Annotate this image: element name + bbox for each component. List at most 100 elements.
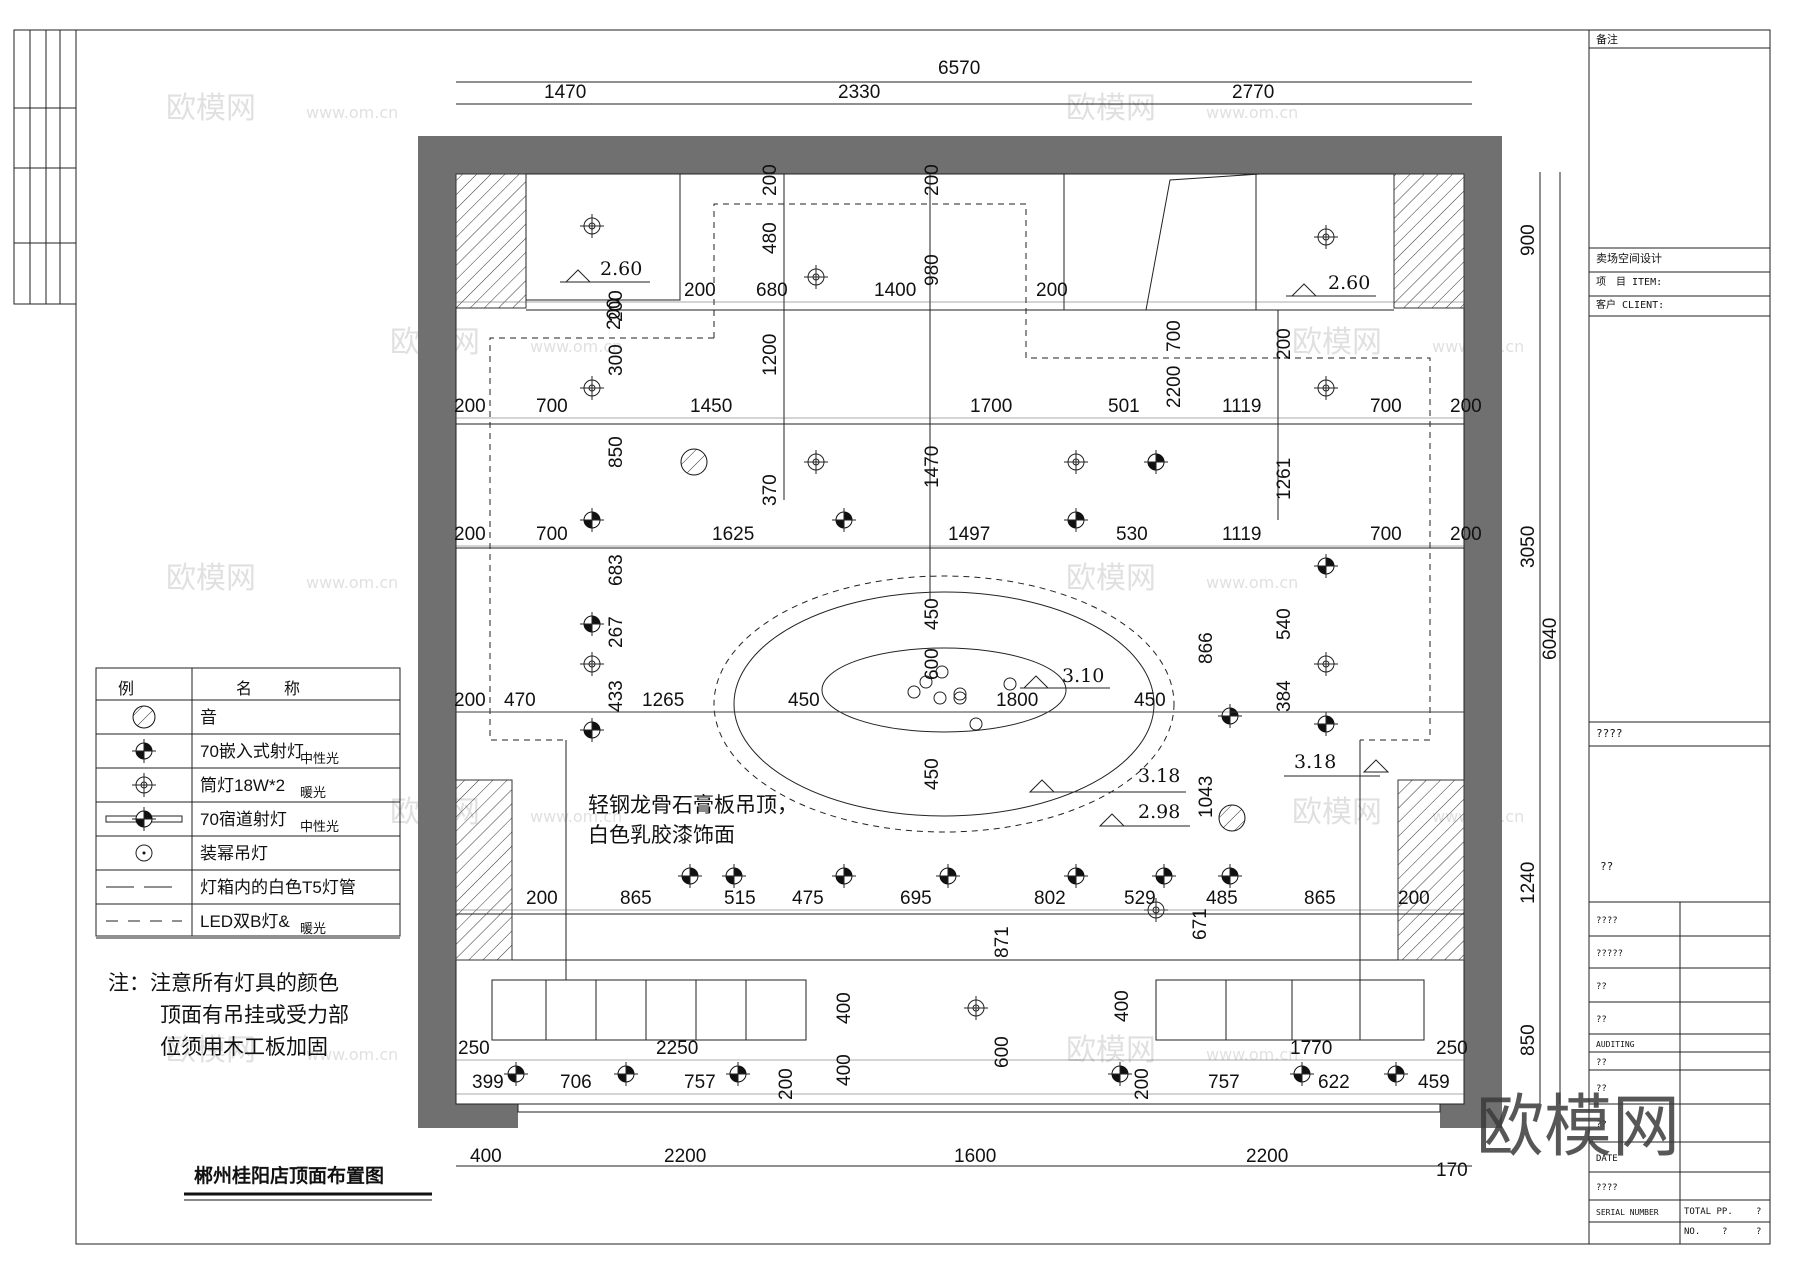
dim-row2-4: 530 bbox=[1116, 524, 1148, 545]
dim-top-2: 2770 bbox=[1232, 82, 1274, 103]
dim-row2-0: 200 bbox=[454, 524, 486, 545]
dim-row1-6: 700 bbox=[1370, 396, 1402, 417]
legend-item-note-3: 中性光 bbox=[300, 819, 339, 834]
dim-row3-5: 450 bbox=[1134, 690, 1166, 711]
recessed-spotlight-icon bbox=[1064, 508, 1088, 532]
title-block-row-6: ?? bbox=[1596, 1084, 1607, 1094]
watermark-brand-9: 欧模网 bbox=[1066, 1033, 1156, 1068]
dim-right-3: 850 bbox=[1518, 1024, 1539, 1056]
dim-row2-7: 200 bbox=[1450, 524, 1482, 545]
recessed-spotlight-icon bbox=[1108, 1062, 1132, 1086]
light-fixtures bbox=[504, 214, 1408, 1086]
dim-vertical-24: 871 bbox=[992, 926, 1013, 958]
level-2-98: 2.98 bbox=[1138, 801, 1180, 823]
dim-vertical-17: 450 bbox=[922, 598, 943, 630]
watermark-brand-8: 欧模网 bbox=[166, 1033, 256, 1068]
legend-item-note-6: 暖光 bbox=[300, 921, 326, 936]
dim-row5-1: 2250 bbox=[656, 1038, 698, 1059]
dim-bottom-2: 1600 bbox=[954, 1146, 996, 1167]
pendant-lamp-icon bbox=[919, 675, 933, 689]
dim-row4-7: 485 bbox=[1206, 888, 1238, 909]
dim-row1-3: 1700 bbox=[970, 396, 1012, 417]
downlight-icon bbox=[804, 450, 828, 474]
pendant-lamp-icon bbox=[935, 665, 949, 679]
watermark-site-0: www.om.cn bbox=[306, 103, 398, 122]
title-block-row-5: ?? bbox=[1596, 1058, 1607, 1068]
dim-row1-0: 200 bbox=[454, 396, 486, 417]
watermark-brand-7: 欧模网 bbox=[1292, 795, 1382, 830]
title-block-row-0: ???? bbox=[1596, 916, 1618, 926]
downlight-icon bbox=[1314, 376, 1338, 400]
dim-row1-2: 1450 bbox=[690, 396, 732, 417]
dim-top_strip-1: 680 bbox=[756, 280, 788, 301]
dimension-texts: 6570 1470 2330 2770 400 2200 1600 2200 1… bbox=[454, 58, 1561, 1181]
dim-row1-1: 700 bbox=[536, 396, 568, 417]
pendant-lamp-icon bbox=[953, 687, 967, 701]
recessed-spotlight-icon bbox=[832, 864, 856, 888]
downlight-icon bbox=[964, 996, 988, 1020]
downlight-icon bbox=[804, 265, 828, 289]
dim-row6-2: 757 bbox=[684, 1072, 716, 1093]
legend-item-name-4: 装幂吊灯 bbox=[200, 844, 268, 863]
recessed-spotlight-icon bbox=[1384, 1062, 1408, 1086]
dim-row4-9: 200 bbox=[1398, 888, 1430, 909]
dim-row4-4: 695 bbox=[900, 888, 932, 909]
dim-vertical-31: 200 bbox=[1132, 1068, 1153, 1100]
dim-vertical-4: 1200 bbox=[760, 334, 781, 376]
dim-bottom-3: 2200 bbox=[1246, 1146, 1288, 1167]
dim-top-1: 2330 bbox=[838, 82, 880, 103]
recessed-spotlight-icon bbox=[832, 508, 856, 532]
speaker-icon bbox=[132, 705, 156, 729]
legend-item-name-3: 70宿道射灯 bbox=[200, 810, 287, 829]
dim-bottom-1: 2200 bbox=[664, 1146, 706, 1167]
dim-row6-4: 622 bbox=[1318, 1072, 1350, 1093]
pendant-lamp-cluster bbox=[907, 665, 1017, 731]
no-q2: ? bbox=[1756, 1227, 1761, 1237]
dim-row4-0: 200 bbox=[526, 888, 558, 909]
dim-vertical-32: 200 bbox=[604, 298, 625, 330]
watermark-site-9: www.om.cn bbox=[1206, 1045, 1298, 1064]
dim-vertical-16: 433 bbox=[606, 680, 627, 712]
recessed-spotlight-icon bbox=[132, 739, 156, 763]
level-3-18-right: 3.18 bbox=[1294, 751, 1336, 773]
title-block-row-7: ?? bbox=[1596, 1120, 1607, 1130]
dim-vertical-6: 1470 bbox=[922, 446, 943, 488]
legend-col-symbol: 例 bbox=[118, 680, 134, 698]
recessed-spotlight-icon bbox=[726, 1062, 750, 1086]
title-block-row-4: AUDITING bbox=[1596, 1040, 1635, 1049]
watermark-site-4: www.om.cn bbox=[306, 573, 398, 592]
watermarks: 欧模网www.om.cn欧模网www.om.cn欧模网www.om.cn欧模网w… bbox=[166, 91, 1524, 1068]
recessed-spotlight-icon bbox=[1064, 864, 1088, 888]
pendant-lamp-icon bbox=[1003, 677, 1017, 691]
recessed-spotlight-icon bbox=[1314, 554, 1338, 578]
recessed-spotlight-icon bbox=[614, 1062, 638, 1086]
dim-row1-7: 200 bbox=[1450, 396, 1482, 417]
pendant-lamp-icon bbox=[969, 717, 983, 731]
legend-item-name-1: 70嵌入式射灯 bbox=[200, 742, 304, 761]
dim-top_strip-0: 200 bbox=[684, 280, 716, 301]
dim-vertical-23: 1043 bbox=[1196, 776, 1217, 818]
dim-top_strip-3: 200 bbox=[1036, 280, 1068, 301]
dim-vertical-13: 1261 bbox=[1274, 458, 1295, 500]
title-block-row-1: ????? bbox=[1596, 949, 1623, 959]
dim-bottom-0: 400 bbox=[470, 1146, 502, 1167]
watermark-brand-5: 欧模网 bbox=[1066, 561, 1156, 596]
no-q1: ? bbox=[1722, 1227, 1727, 1237]
dim-vertical-26: 600 bbox=[992, 1036, 1013, 1068]
q1-label: ???? bbox=[1596, 727, 1623, 740]
recessed-spotlight-icon bbox=[1290, 1062, 1314, 1086]
dim-row6-5: 459 bbox=[1418, 1072, 1450, 1093]
recessed-spotlight-icon bbox=[722, 864, 746, 888]
dim-vertical-28: 400 bbox=[1112, 990, 1133, 1022]
brand-logo: 欧模网 bbox=[1476, 1088, 1680, 1167]
title-block: 备注 卖场空间设计 项 目 ITEM: 客户 CLIENT: ???? ?? ?… bbox=[1588, 29, 1771, 1245]
total-q: ? bbox=[1756, 1207, 1761, 1217]
hatched-columns bbox=[455, 173, 1465, 961]
recessed-spotlight-icon bbox=[580, 508, 604, 532]
dim-vertical-27: 400 bbox=[834, 992, 855, 1024]
level-3-10: 3.10 bbox=[1062, 665, 1104, 687]
dim-row1-5: 1119 bbox=[1222, 396, 1261, 417]
dim-row3-0: 200 bbox=[454, 690, 486, 711]
